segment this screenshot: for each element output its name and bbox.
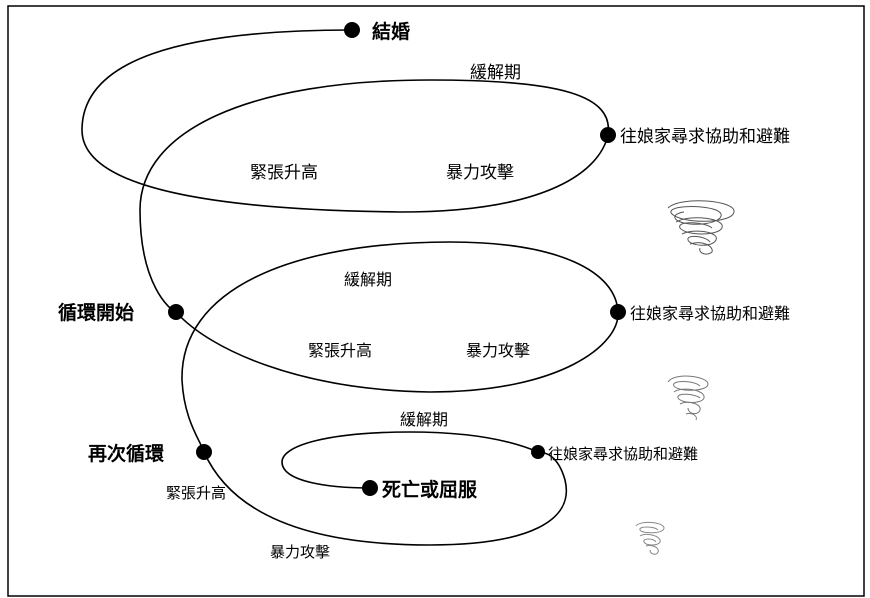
label-tension-2: 緊張升高 <box>308 341 372 360</box>
node-marriage <box>344 22 360 38</box>
label-calm-2: 緩解期 <box>344 270 392 289</box>
label-cycle-again: 再次循環 <box>88 442 165 465</box>
spiral-decoration-large <box>667 200 735 255</box>
label-violence-3: 暴力攻擊 <box>270 543 330 561</box>
label-help-3: 往娘家尋求協助和避難 <box>548 445 698 463</box>
label-calm-1: 緩解期 <box>470 63 521 83</box>
spiral-decoration-small <box>635 521 665 555</box>
node-help-3 <box>531 445 545 459</box>
label-tension-3: 緊張升高 <box>166 484 226 502</box>
node-death <box>362 480 378 496</box>
cycle-spiral-path <box>81 29 619 546</box>
label-violence-1: 暴力攻擊 <box>446 163 514 183</box>
node-cycle-start <box>168 304 184 320</box>
label-tension-1: 緊張升高 <box>250 163 318 183</box>
label-death-or-submit: 死亡或屈服 <box>382 478 478 501</box>
label-violence-2: 暴力攻擊 <box>466 341 530 360</box>
node-cycle-again <box>196 444 212 460</box>
label-help-2: 往娘家尋求協助和避難 <box>630 304 790 323</box>
spiral-decoration-medium <box>667 375 709 421</box>
label-marriage: 結婚 <box>372 20 410 43</box>
frame-border <box>7 5 865 597</box>
label-help-1: 往娘家尋求協助和避難 <box>620 127 790 147</box>
label-calm-3: 緩解期 <box>400 410 448 429</box>
node-help-2 <box>610 304 626 320</box>
node-help-1 <box>600 127 616 143</box>
label-cycle-start: 循環開始 <box>58 301 134 324</box>
